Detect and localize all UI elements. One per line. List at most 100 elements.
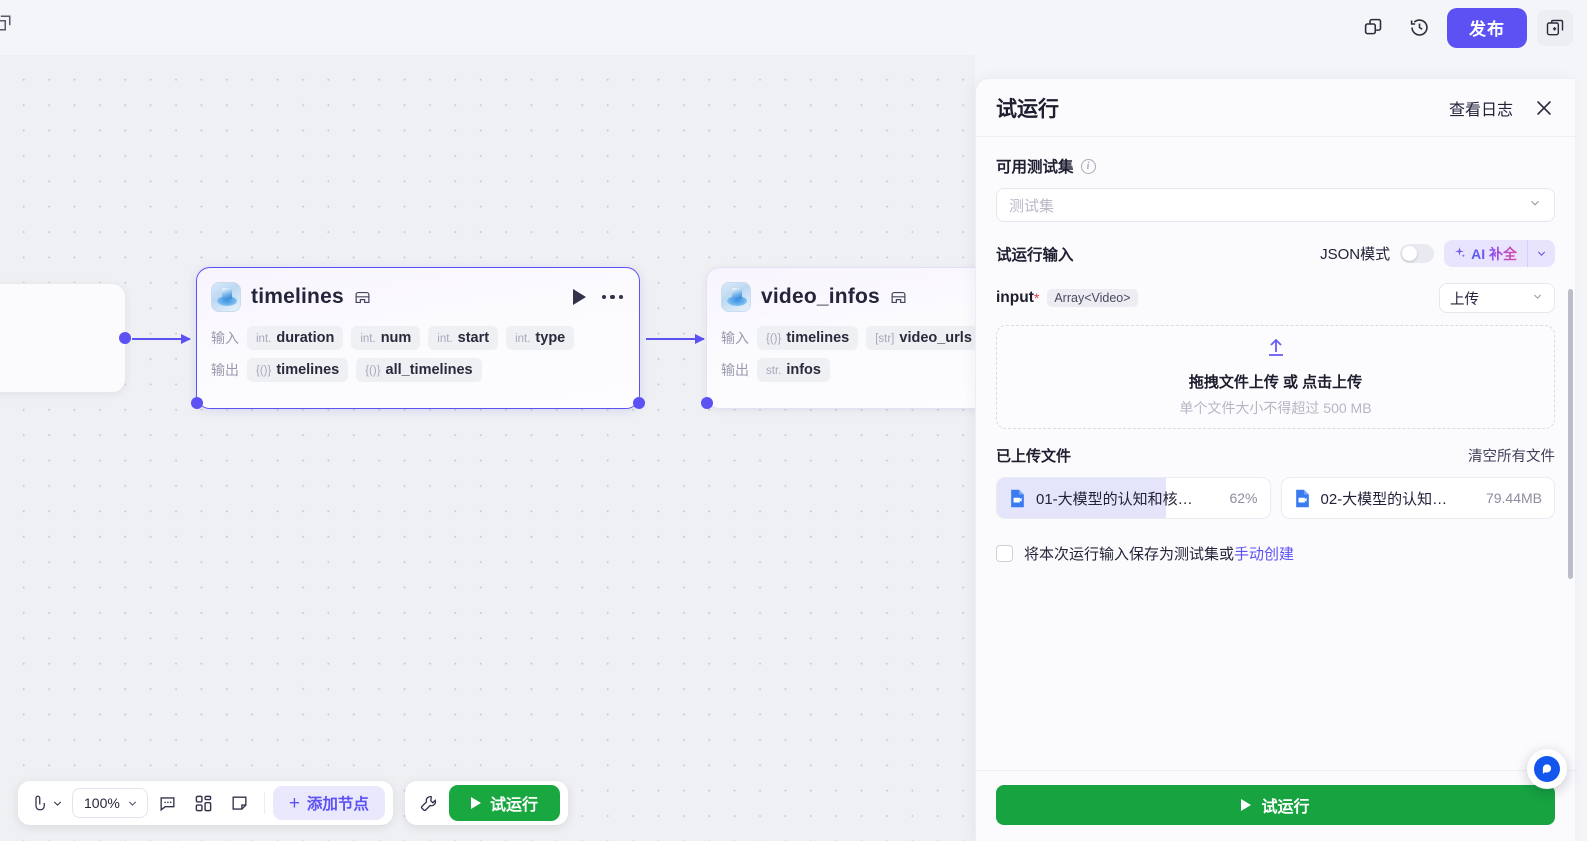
file-chip[interactable]: 02-大模型的认知… 79.44MB: [1280, 477, 1555, 519]
panel-body[interactable]: 可用测试集 i 测试集 试运行输入 JSON模式: [976, 137, 1575, 770]
add-node-label: 添加节点: [306, 796, 369, 813]
panel-run-label: 试运行: [1261, 799, 1310, 816]
canvas-run-button[interactable]: 试运行: [448, 785, 560, 821]
json-mode-toggle[interactable]: [1400, 244, 1435, 263]
node-timelines[interactable]: timelines 输入 int.duration int.num: [191, 267, 645, 409]
history-icon[interactable]: [1401, 10, 1437, 46]
sparkle-icon: [1453, 246, 1466, 262]
port-name: duration: [276, 330, 335, 346]
manual-create-link[interactable]: 手动创建: [1234, 546, 1295, 563]
port-name: start: [457, 330, 490, 346]
canvas-run-label: 试运行: [489, 797, 538, 814]
port-chip[interactable]: int.num: [351, 326, 421, 350]
save-as-testset-row: 将本次运行输入保存为测试集或手动创建: [996, 543, 1555, 564]
port-chip[interactable]: {()} all_timelines: [356, 358, 482, 382]
port-chip[interactable]: int.start: [428, 326, 499, 350]
node-video-infos[interactable]: video_infos 输入 {()}timelines [str]video_…: [701, 267, 975, 409]
ai-complete-main[interactable]: AI 补全: [1444, 244, 1527, 264]
top-bar: 发布: [0, 0, 1587, 55]
panel-title: 试运行: [996, 97, 1059, 121]
node-video-infos-ports: 输入 {()}timelines [str]video_urls 输出 str.…: [707, 316, 975, 396]
chevron-down-icon: [128, 800, 136, 806]
chat-bubble-icon[interactable]: [1527, 749, 1567, 789]
file-dropzone[interactable]: 拖拽文件上传 或 点击上传 单个文件大小不得超过 500 MB: [996, 325, 1555, 429]
top-bar-actions: 发布: [1355, 0, 1573, 55]
node-timelines-port-in[interactable]: [191, 397, 203, 409]
port-chip[interactable]: int.duration: [247, 326, 344, 350]
uploaded-files-title: 已上传文件: [996, 448, 1072, 465]
play-icon: [470, 797, 481, 809]
zoom-selector[interactable]: 100%: [72, 788, 148, 818]
port-name: infos: [786, 362, 821, 378]
node-video-infos-port-in[interactable]: [701, 397, 713, 409]
panel-scrollbar[interactable]: [1568, 289, 1573, 579]
required-mark: *: [1033, 290, 1040, 306]
node-timelines-header: timelines: [197, 268, 639, 316]
wrench-icon[interactable]: [413, 787, 445, 819]
info-icon[interactable]: i: [1080, 158, 1096, 174]
testset-placeholder: 测试集: [1009, 197, 1055, 215]
input-source-value: 上传: [1450, 291, 1479, 308]
port-name: timelines: [786, 330, 850, 346]
add-node-button[interactable]: + 添加节点: [272, 786, 385, 820]
port-name: timelines: [276, 362, 340, 378]
node-timelines-title: timelines: [251, 285, 344, 308]
port-chip[interactable]: str. infos: [757, 358, 830, 382]
uploaded-files-header: 已上传文件 清空所有文件: [996, 445, 1555, 466]
node-timelines-port-out[interactable]: [633, 397, 645, 409]
partial-left-icon: [0, 14, 12, 32]
input-source-select[interactable]: 上传: [1439, 283, 1555, 313]
port-type: str.: [766, 365, 782, 377]
workflow-canvas[interactable]: timelines 输入 int.duration int.num: [0, 55, 975, 841]
edge-partial-to-timelines: [132, 334, 191, 344]
sticky-note-icon[interactable]: [224, 787, 256, 819]
file-video-icon: [1294, 489, 1311, 508]
node-port-out[interactable]: [119, 332, 131, 344]
save-as-testset-checkbox[interactable]: [996, 545, 1013, 562]
node-outputs-row: 输出 {()}timelines {()} all_timelines: [211, 358, 625, 382]
port-chip[interactable]: {()}timelines: [247, 358, 349, 382]
port-chip[interactable]: int. type: [506, 326, 575, 350]
panel-header-actions: 查看日志: [1449, 96, 1555, 120]
outputs-label: 输出: [211, 362, 239, 378]
port-type: int.: [360, 333, 376, 345]
port-name: all_timelines: [385, 362, 473, 378]
ai-complete-button[interactable]: AI 补全: [1444, 240, 1555, 267]
view-log-button[interactable]: 查看日志: [1448, 101, 1513, 119]
port-name: video_urls: [899, 330, 972, 346]
node-partial-left[interactable]: [0, 283, 131, 393]
save-as-testset-text: 将本次运行输入保存为测试集或手动创建: [1024, 543, 1294, 564]
run-input-controls: JSON模式 AI 补全: [1320, 240, 1555, 267]
testset-select[interactable]: 测试集: [996, 188, 1555, 222]
clear-all-files-button[interactable]: 清空所有文件: [1468, 449, 1555, 465]
layout-grid-icon[interactable]: [188, 787, 220, 819]
upload-icon: [1264, 336, 1288, 365]
ai-chevron-down-icon[interactable]: [1528, 247, 1555, 260]
node-timelines-ports: 输入 int.duration int.num int.start int.ty…: [197, 316, 639, 396]
panel-footer: 试运行: [976, 770, 1575, 841]
add-panel-icon[interactable]: [1537, 9, 1573, 46]
chevron-down-icon: [1531, 290, 1544, 307]
cursor-mode-icon[interactable]: [26, 787, 68, 819]
input-field-row: input * Array<Video> 上传: [996, 283, 1555, 313]
node-inputs-row: 输入 int.duration int.num int.start int.ty…: [211, 326, 625, 350]
node-more-button[interactable]: [600, 291, 626, 304]
port-name: type: [535, 330, 566, 346]
comment-icon[interactable]: [152, 787, 184, 819]
port-chip[interactable]: [str] video_urls: [866, 326, 975, 350]
close-icon[interactable]: [1533, 97, 1555, 119]
publish-button[interactable]: 发布: [1447, 7, 1527, 48]
panel-run-button[interactable]: 试运行: [996, 785, 1555, 825]
file-chip[interactable]: 01-大模型的认知和核… 62%: [996, 477, 1271, 519]
node-run-button[interactable]: [572, 289, 586, 305]
outputs-label: 输出: [721, 362, 749, 378]
json-mode-label: JSON模式: [1320, 246, 1391, 263]
port-chip[interactable]: {()}timelines: [757, 326, 859, 350]
ai-complete-label: AI 补全: [1471, 245, 1517, 262]
plus-icon: +: [288, 792, 300, 814]
port-type: {()}: [365, 365, 381, 377]
duplicate-icon[interactable]: [1355, 10, 1391, 46]
port-type: int.: [515, 333, 531, 345]
port-type: [str]: [875, 333, 895, 345]
